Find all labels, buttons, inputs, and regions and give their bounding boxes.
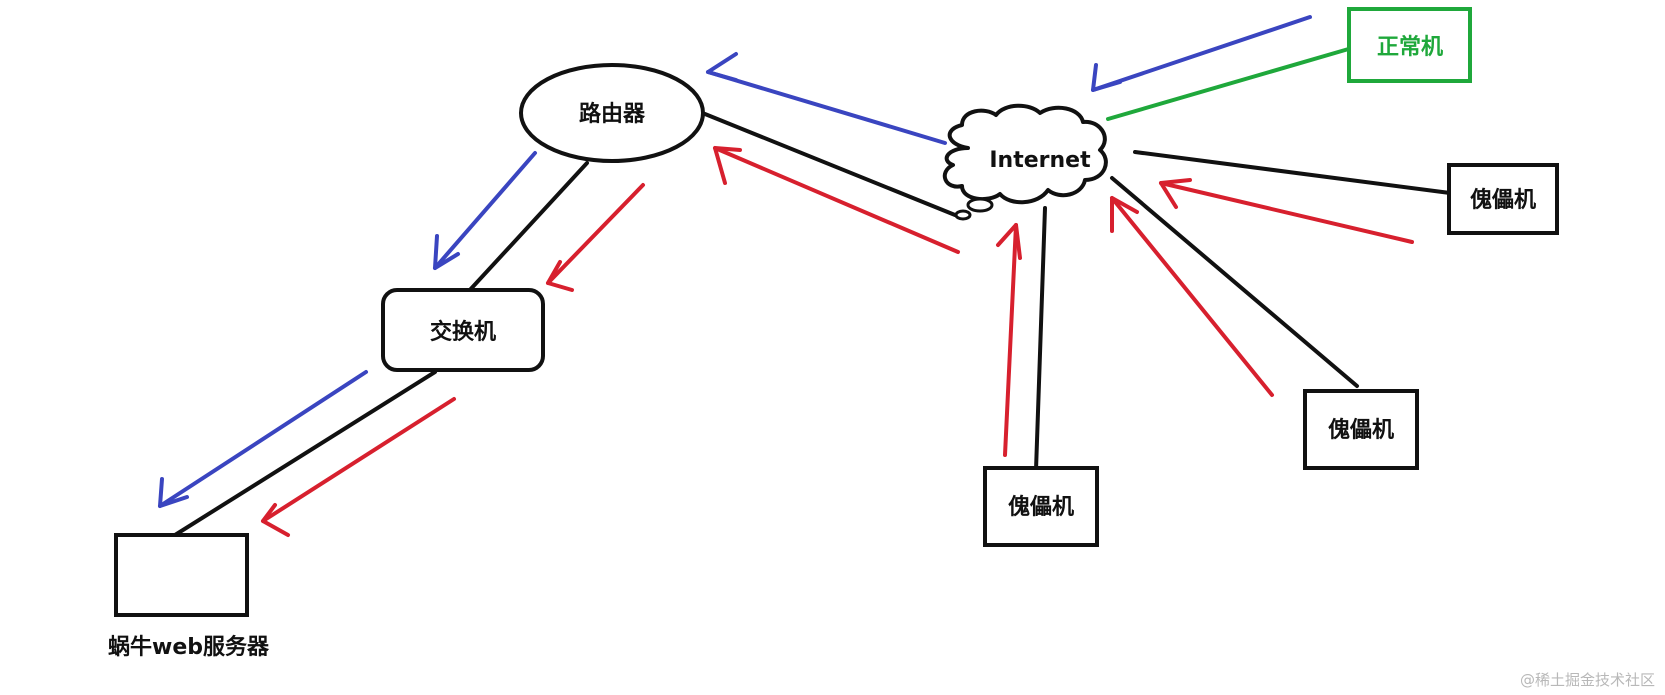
cloud-bubble-large [966, 197, 994, 213]
link-internet-puppet-bottom [1034, 206, 1047, 472]
blue-arrow-to-router [706, 52, 947, 145]
cloud-bubble-small [954, 209, 972, 221]
puppet-bottom-node: 傀儡机 [983, 466, 1099, 547]
link-internet-normal-host [1106, 46, 1354, 121]
puppet-mid-label: 傀儡机 [1328, 417, 1394, 443]
blue-arrow-to-switch [433, 151, 537, 270]
link-internet-puppet-right [1133, 150, 1452, 195]
red-arrow-internet-to-router [713, 146, 960, 254]
link-router-internet [703, 112, 957, 217]
router-node: 路由器 [519, 63, 705, 163]
router-shape [519, 63, 705, 163]
puppet-right-shape [1447, 163, 1559, 235]
puppet-mid-node: 傀儡机 [1303, 389, 1419, 470]
server-node: 蜗牛web服务器 [108, 533, 270, 660]
red-arrow-router-to-switch [546, 183, 645, 292]
attack-traffic-arrows [261, 146, 1414, 537]
puppet-right-label: 傀儡机 [1470, 187, 1536, 213]
puppet-right-node: 傀儡机 [1447, 163, 1559, 235]
normal-traffic-arrows [158, 15, 1312, 508]
normal-host-shape [1347, 7, 1472, 83]
switch-shape [381, 288, 545, 372]
puppet-mid-shape [1303, 389, 1419, 470]
red-arrow-from-puppet-right [1159, 178, 1414, 244]
internet-label: Internet [989, 148, 1091, 173]
puppet-bottom-label: 傀儡机 [1008, 494, 1074, 520]
link-router-switch [466, 161, 589, 294]
red-arrow-from-puppet-bottom [996, 223, 1022, 457]
red-arrow-switch-to-server [261, 397, 456, 537]
switch-label: 交换机 [430, 319, 496, 345]
red-arrow-from-puppet-mid [1110, 196, 1274, 397]
server-label: 蜗牛web服务器 [108, 634, 270, 660]
puppet-bottom-shape [983, 466, 1099, 547]
link-switch-server [173, 370, 437, 537]
cloud-icon [942, 103, 1108, 205]
router-label: 路由器 [579, 101, 646, 127]
normal-host-label: 正常机 [1377, 34, 1443, 60]
blue-arrow-to-server [158, 370, 368, 508]
blue-arrow-to-internet [1091, 15, 1312, 92]
internet-node: Internet [942, 103, 1108, 221]
server-shape [114, 533, 249, 617]
normal-host-node: 正常机 [1347, 7, 1472, 83]
link-internet-puppet-mid [1110, 176, 1359, 388]
network-links [173, 112, 1452, 537]
watermark-text: @稀土掘金技术社区 [1520, 671, 1655, 689]
switch-node: 交换机 [381, 288, 545, 372]
